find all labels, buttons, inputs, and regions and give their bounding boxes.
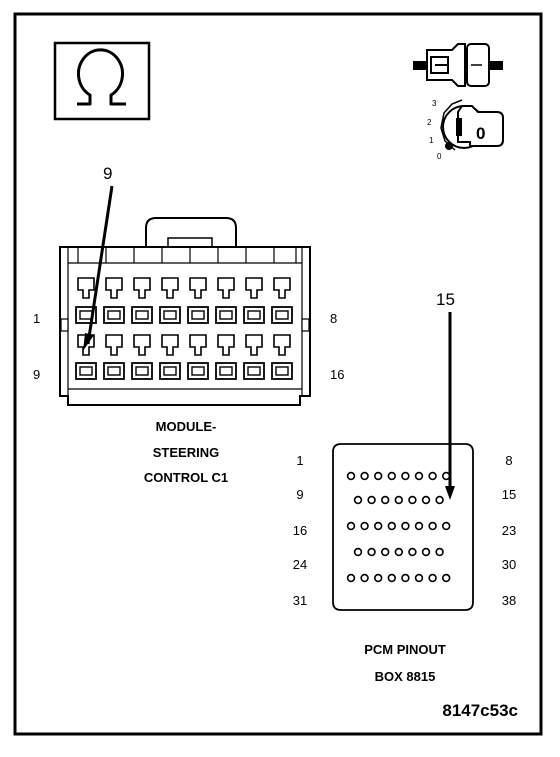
c1-terminal (271, 277, 293, 324)
pcm-pin (414, 521, 424, 531)
pcm-pin (381, 547, 390, 557)
pcm-pin (374, 521, 383, 531)
ignition-key-icon: 3 2 1 0 0 (427, 99, 504, 161)
pcm-pin (414, 573, 424, 583)
c1-terminal (215, 334, 237, 380)
pcm-pin (381, 495, 390, 505)
c1-terminal (243, 277, 265, 324)
c1-connector (59, 217, 311, 406)
pcm-pin (360, 521, 369, 531)
pcm-row-right-pin: 8 (505, 453, 512, 468)
c1-callout-arrow (86, 185, 114, 345)
pcm-pin (435, 547, 444, 557)
pcm-row-left-pin: 24 (293, 557, 307, 572)
c1-callout-label: 9 (103, 164, 112, 183)
pcm-pinout-box (332, 443, 474, 611)
pcm-pin (408, 547, 417, 557)
c1-caption-line-2: STEERING (153, 445, 219, 460)
outer-border (13, 12, 543, 736)
c1-row2-left-pin: 9 (33, 367, 40, 382)
c1-terminal (243, 334, 265, 380)
c1-terminal (187, 334, 209, 380)
ohm-symbol-icon (53, 41, 151, 121)
c1-caption-line-1: MODULE- (156, 419, 217, 434)
pcm-row-right-pin: 23 (502, 523, 516, 538)
pcm-pin (442, 521, 451, 531)
pcm-pin (414, 471, 424, 481)
pcm-row-right-pin: 15 (502, 487, 516, 502)
pcm-pin (353, 547, 363, 557)
key-position-1: 1 (429, 136, 434, 145)
pcm-pin (428, 573, 437, 583)
c1-row1-right-pin: 8 (330, 311, 337, 326)
pcm-pin (346, 521, 356, 531)
c1-caption-line-3: CONTROL C1 (144, 470, 228, 485)
c1-terminal (271, 334, 293, 380)
pcm-row-left-pin: 31 (293, 593, 307, 608)
pcm-pin (428, 471, 437, 481)
c1-row2-right-pin: 16 (330, 367, 344, 382)
pcm-caption-line-2: BOX 8815 (375, 669, 436, 684)
connector-plug-icon (413, 43, 503, 87)
pcm-pin (401, 471, 410, 481)
pcm-row-left-pin: 1 (296, 453, 303, 468)
pcm-pin (401, 521, 410, 531)
pcm-pin (374, 471, 383, 481)
pcm-row-right-pin: 38 (502, 593, 516, 608)
key-position-2: 2 (427, 118, 432, 127)
key-position-3: 3 (432, 99, 437, 108)
pcm-pin (374, 573, 383, 583)
pcm-pin (394, 495, 403, 505)
c1-terminal (131, 334, 153, 380)
c1-terminal (215, 277, 237, 324)
pcm-pin (394, 547, 403, 557)
c1-terminal (187, 277, 209, 324)
pcm-pin (346, 573, 356, 583)
c1-terminal (159, 277, 181, 324)
pcm-pin (367, 547, 376, 557)
pcm-callout-label: 15 (436, 290, 455, 309)
c1-terminal (159, 334, 181, 380)
pcm-pin (360, 573, 369, 583)
c1-terminal (103, 277, 125, 324)
pcm-pin (421, 547, 431, 557)
pcm-pin (401, 573, 410, 583)
pcm-pin (387, 573, 396, 583)
pcm-pin (387, 521, 396, 531)
pcm-row-left-pin: 16 (293, 523, 307, 538)
pcm-pin (435, 495, 444, 505)
c1-terminal (103, 334, 125, 380)
c1-terminal (131, 277, 153, 324)
pcm-pin (346, 471, 356, 481)
pcm-pin (408, 495, 417, 505)
key-position-0: 0 (437, 152, 442, 161)
pcm-caption-line-1: PCM PINOUT (364, 642, 446, 657)
pcm-row-left-pin: 9 (296, 487, 303, 502)
pcm-pin (353, 495, 363, 505)
pcm-pin (428, 521, 437, 531)
pcm-pin (367, 495, 376, 505)
reference-id: 8147c53c (442, 701, 518, 720)
pcm-row-right-pin: 30 (502, 557, 516, 572)
pcm-pin (360, 471, 369, 481)
pcm-pin (387, 471, 396, 481)
pcm-pin (442, 573, 451, 583)
pcm-pin (421, 495, 431, 505)
key-symbol: 0 (476, 124, 485, 143)
c1-row1-left-pin: 1 (33, 311, 40, 326)
